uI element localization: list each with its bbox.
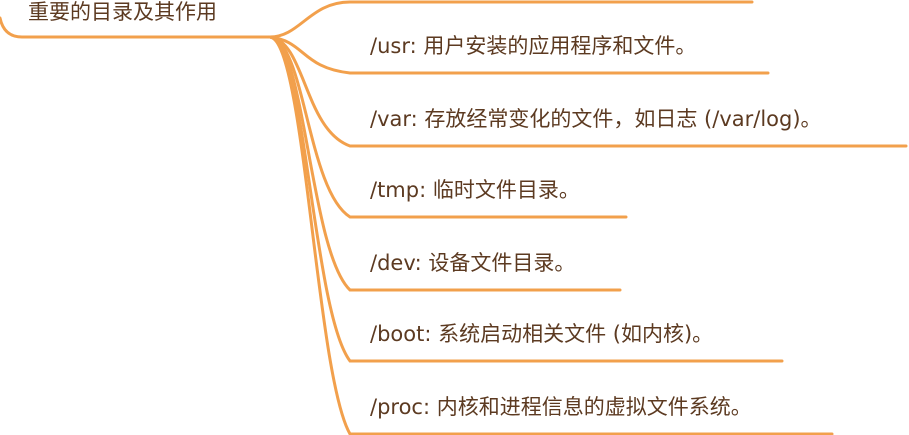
root-node-underline bbox=[0, 16, 272, 39]
branch-label-proc: /proc: 内核和进程信息的虚拟文件系统。 bbox=[370, 395, 752, 419]
branch-connectors bbox=[268, 0, 908, 435]
root-underline bbox=[0, 16, 272, 39]
branch-connector-var bbox=[268, 35, 908, 148]
root-node-label: 重要的目录及其作用 bbox=[28, 0, 217, 24]
branch-label-boot: /boot: 系统启动相关文件 (如内核)。 bbox=[370, 322, 714, 346]
branch-label-tmp: /tmp: 临时文件目录。 bbox=[370, 178, 580, 202]
branch-connector-usr bbox=[268, 35, 770, 75]
branch-connector-proc bbox=[268, 35, 834, 435]
branch-connector-top bbox=[268, 0, 754, 39]
branch-label-dev: /dev: 设备文件目录。 bbox=[370, 251, 576, 275]
branch-label-usr: /usr: 用户安装的应用程序和文件。 bbox=[370, 34, 697, 58]
branch-label-var: /var: 存放经常变化的文件，如日志 (/var/log)。 bbox=[370, 107, 822, 131]
